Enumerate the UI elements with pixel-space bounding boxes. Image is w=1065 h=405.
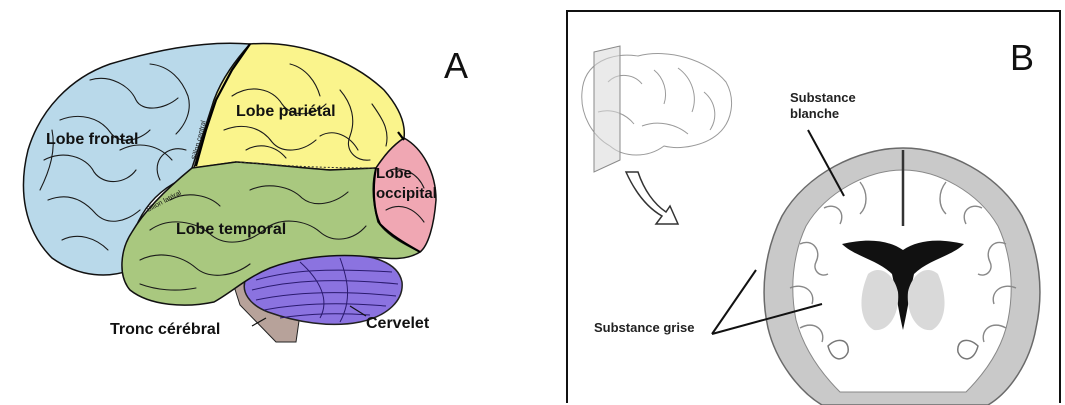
label-frontal: Lobe frontal	[46, 131, 138, 148]
coronal-section	[764, 148, 1040, 405]
label-brainstem: Tronc cérébral	[110, 321, 220, 338]
label-temporal: Lobe temporal	[176, 221, 286, 238]
label-cerebellum: Cervelet	[366, 315, 430, 332]
label-occipital-line1: Lobe	[376, 165, 412, 182]
reference-section-plane	[594, 46, 620, 172]
coronal-section-svg: Substance blanche Substance grise B	[568, 12, 1063, 405]
lobes-diagram-panel: Lobe frontal Lobe pariétal Lobe occipita…	[0, 0, 540, 403]
label-white-matter-line1: Substance	[790, 90, 856, 105]
label-grey-matter: Substance grise	[594, 320, 694, 335]
section-arrow-icon	[626, 172, 678, 224]
brain-lateral-svg: Lobe frontal Lobe pariétal Lobe occipita…	[0, 0, 540, 403]
panel-letter-b: B	[1010, 37, 1034, 78]
label-parietal: Lobe pariétal	[236, 103, 336, 120]
label-white-matter-line2: blanche	[790, 106, 839, 121]
panel-letter-a: A	[444, 45, 468, 86]
label-occipital-line2: occipital	[376, 185, 437, 202]
coronal-section-panel: Substance blanche Substance grise B	[566, 10, 1061, 403]
